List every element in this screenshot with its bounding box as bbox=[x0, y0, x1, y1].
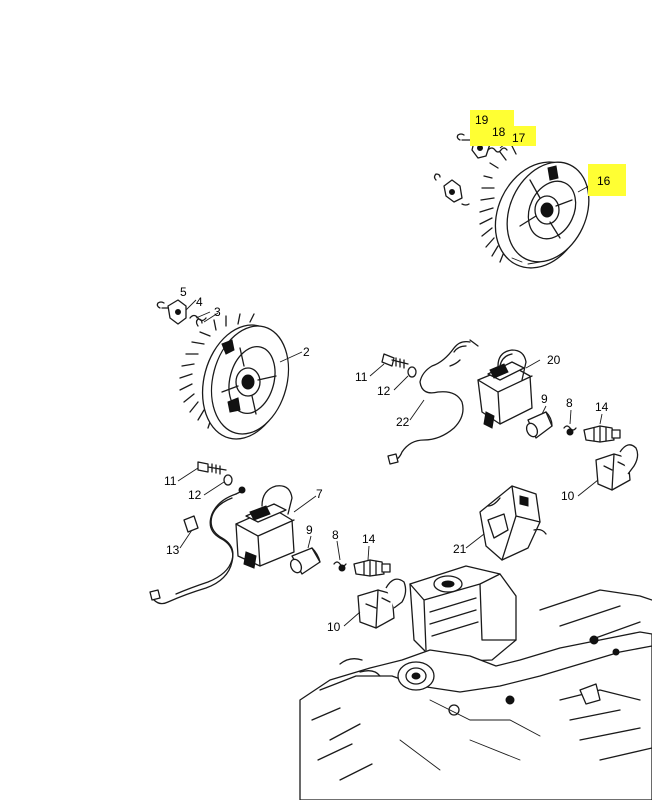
callout-10-right: 10 bbox=[561, 489, 575, 503]
ignition-module-right bbox=[477, 349, 533, 429]
callout-5: 5 bbox=[180, 285, 187, 299]
holder-10-left bbox=[357, 578, 407, 629]
callout-16: 16 bbox=[597, 174, 611, 188]
callout-highlights bbox=[470, 110, 626, 196]
washer-12-left bbox=[223, 474, 246, 494]
callout-18: 18 bbox=[492, 125, 506, 139]
screw-11-left bbox=[197, 461, 227, 475]
spring-8-left bbox=[333, 561, 347, 572]
bracket-21 bbox=[479, 485, 547, 561]
callout-20: 20 bbox=[547, 353, 561, 367]
pawl-upper-2 bbox=[433, 173, 470, 206]
connector-14-right bbox=[583, 425, 621, 443]
spark-cap-9-left bbox=[289, 547, 321, 575]
callout-13: 13 bbox=[166, 543, 180, 557]
spring-upper bbox=[487, 147, 508, 153]
callout-16-highlight bbox=[588, 164, 626, 196]
callout-22: 22 bbox=[396, 415, 410, 429]
wire-harness-13 bbox=[149, 489, 245, 605]
clip-upper bbox=[456, 133, 471, 141]
callout-4: 4 bbox=[196, 295, 203, 309]
clip-left bbox=[156, 301, 169, 309]
pawl-left bbox=[167, 299, 187, 325]
callout-14-left: 14 bbox=[362, 532, 376, 546]
callout-2: 2 bbox=[303, 345, 310, 359]
flywheel-upper bbox=[479, 145, 590, 269]
ground-wire-22 bbox=[387, 339, 479, 465]
spark-cap-9-right bbox=[525, 411, 553, 439]
callout-8-left: 8 bbox=[332, 528, 339, 542]
callout-17-highlight bbox=[508, 126, 536, 146]
spring-left bbox=[189, 314, 207, 327]
callout-9-right: 9 bbox=[541, 392, 548, 406]
spring-8-right bbox=[563, 425, 577, 436]
callout-11-left: 11 bbox=[164, 474, 177, 488]
callout-8-right: 8 bbox=[566, 396, 573, 410]
callout-7: 7 bbox=[316, 487, 323, 501]
callout-12-right: 12 bbox=[377, 384, 391, 398]
callout-19-highlight bbox=[470, 110, 514, 146]
screw-11-right bbox=[381, 353, 409, 369]
callout-14-right: 14 bbox=[595, 400, 609, 414]
callout-12-left: 12 bbox=[188, 488, 202, 502]
ignition-module-left bbox=[235, 485, 295, 569]
flywheel-left bbox=[179, 313, 290, 440]
callout-19: 19 bbox=[475, 113, 489, 127]
holder-10-right bbox=[595, 444, 639, 491]
callout-11-right: 11 bbox=[355, 370, 368, 384]
callout-labels: 19 18 17 16 5 4 3 2 20 11 12 22 9 8 14 1… bbox=[164, 113, 611, 634]
engine-housing bbox=[299, 565, 652, 800]
callout-17: 17 bbox=[512, 131, 526, 145]
callout-10-left: 10 bbox=[327, 620, 341, 634]
connector-14-left bbox=[353, 559, 391, 577]
callout-9-left: 9 bbox=[306, 523, 313, 537]
washer-12-right bbox=[407, 366, 417, 378]
callout-3: 3 bbox=[214, 305, 221, 319]
callout-21: 21 bbox=[453, 542, 467, 556]
